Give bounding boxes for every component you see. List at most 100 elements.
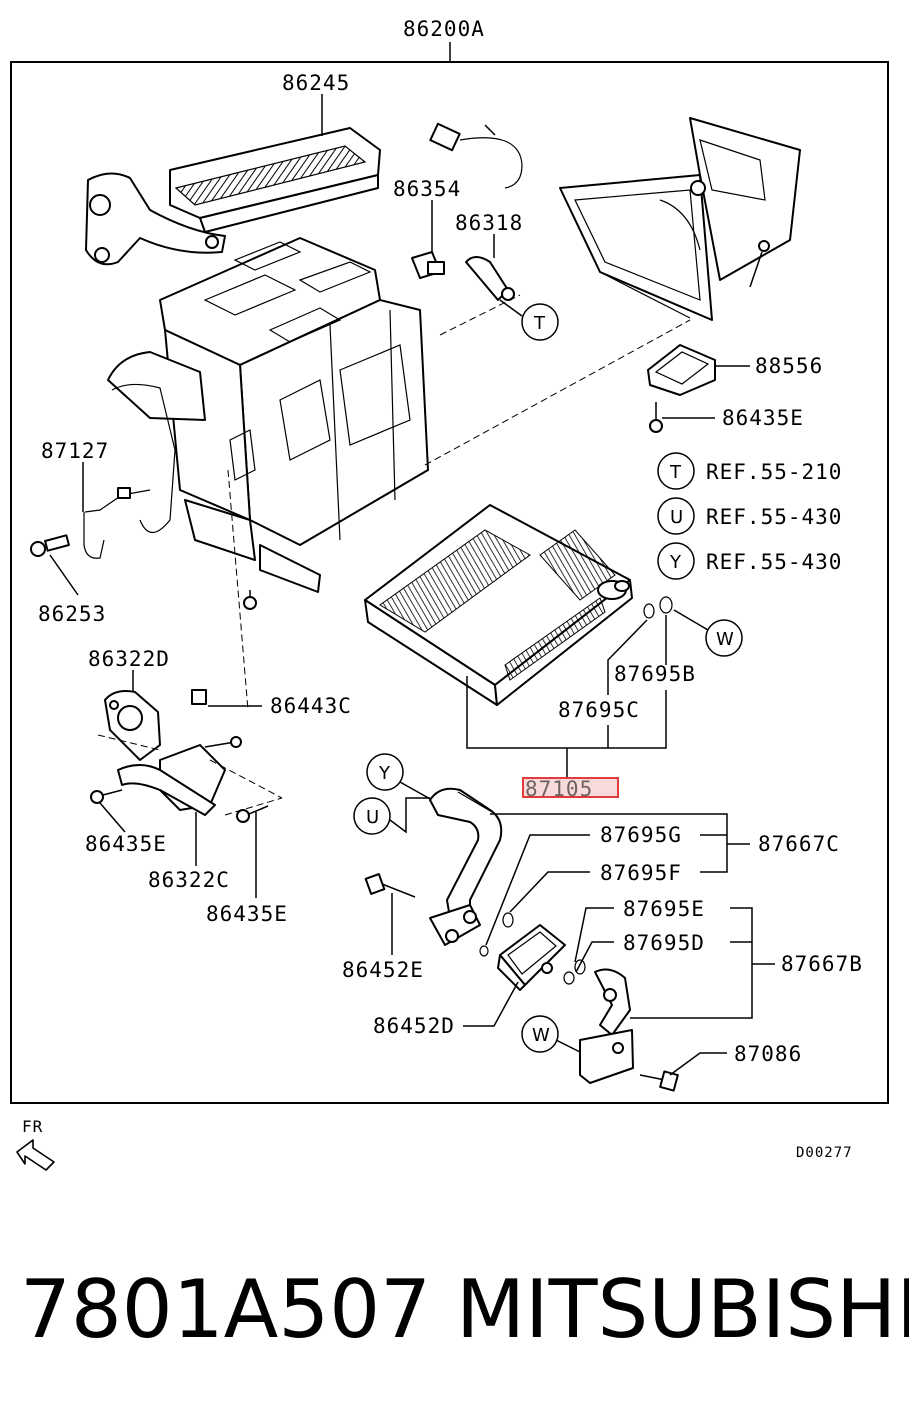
assembly-label: 86200A bbox=[403, 17, 485, 41]
screw-86435E-left-drawing bbox=[90, 789, 123, 804]
actuator-drawing bbox=[104, 689, 242, 816]
highlight-87105 bbox=[522, 777, 619, 798]
bolt-86452E-drawing bbox=[364, 873, 416, 898]
screw-86435E-top-drawing bbox=[649, 402, 663, 433]
legend-ref-T: REF.55-210 bbox=[706, 460, 842, 484]
pipe-87667C-drawing bbox=[429, 787, 503, 946]
ref-marker-W-bottom-letter: W bbox=[532, 1025, 550, 1046]
leader-87695E bbox=[574, 907, 614, 963]
callout-86443C: 86443C bbox=[270, 694, 352, 718]
wire-87127-drawing bbox=[83, 487, 151, 559]
callout-87105: 87105 bbox=[525, 777, 593, 801]
callout-88556: 88556 bbox=[755, 354, 823, 378]
callout-86435E-top: 86435E bbox=[722, 406, 804, 430]
ref-marker-W-top bbox=[705, 619, 743, 657]
callout-87667B: 87667B bbox=[781, 952, 863, 976]
footer: 7801A507 MITSUBISHI bbox=[0, 1260, 909, 1370]
legend-letter-U: U bbox=[670, 507, 683, 528]
leader-87086 bbox=[463, 981, 519, 1027]
legend-ref-Y: REF.55-430 bbox=[706, 550, 842, 574]
ref-marker-Y-letter: Y bbox=[378, 763, 391, 784]
callout-86322D: 86322D bbox=[88, 647, 170, 671]
callout-87695C: 87695C bbox=[558, 698, 640, 722]
ref-marker-U-letter: U bbox=[366, 807, 379, 828]
callout-86354: 86354 bbox=[393, 177, 461, 201]
callout-87667C: 87667C bbox=[758, 832, 840, 856]
sensor-wire-drawing bbox=[429, 122, 523, 189]
callout-87695D: 87695D bbox=[623, 931, 705, 955]
o-ring-87695E bbox=[574, 959, 586, 975]
o-ring-87695B bbox=[659, 596, 673, 614]
callout-87695F: 87695F bbox=[600, 861, 682, 885]
clip-86253-drawing bbox=[30, 534, 70, 557]
callout-87695G: 87695G bbox=[600, 823, 682, 847]
callout-86318: 86318 bbox=[455, 211, 523, 235]
leader-87695F bbox=[509, 871, 590, 913]
leader-87695D bbox=[575, 941, 614, 973]
bracket-87667C bbox=[490, 813, 728, 873]
valve-87086-drawing bbox=[497, 924, 566, 991]
legend-letter-Y: Y bbox=[669, 552, 682, 573]
direction-label: FR bbox=[22, 1117, 43, 1136]
leader-U bbox=[389, 797, 430, 834]
front-arrow-icon bbox=[16, 1139, 55, 1171]
leader-86452D bbox=[669, 1052, 727, 1076]
o-ring-87695G bbox=[479, 945, 489, 957]
o-ring-87695D bbox=[563, 971, 575, 985]
diagram-frame bbox=[10, 61, 889, 1104]
dash-line-1 bbox=[439, 294, 521, 336]
ref-marker-U bbox=[353, 797, 391, 835]
dash-line-3 bbox=[227, 469, 249, 711]
heater-core-drawing bbox=[85, 127, 381, 266]
dash-actuator-3 bbox=[224, 797, 283, 816]
callout-87127: 87127 bbox=[41, 439, 109, 463]
leader-T bbox=[499, 299, 523, 317]
leader-87695G bbox=[485, 834, 590, 946]
pipe-87667B-drawing bbox=[579, 968, 634, 1084]
callout-86253: 86253 bbox=[38, 602, 106, 626]
ref-marker-W-bottom bbox=[521, 1015, 559, 1053]
ref-marker-Y bbox=[366, 753, 404, 791]
callout-86452D: 87086 bbox=[734, 1042, 802, 1066]
hvac-case-drawing bbox=[107, 237, 429, 610]
footer-part-number: 7801A507 bbox=[20, 1263, 432, 1356]
legend-marker-U bbox=[657, 497, 695, 535]
leader-W-bottom bbox=[555, 1039, 581, 1053]
dash-line-2 bbox=[424, 319, 691, 466]
legend-letter-T: T bbox=[669, 462, 682, 483]
ref-marker-T-letter: T bbox=[533, 313, 546, 334]
leader-Y bbox=[399, 781, 433, 801]
legend-ref-U: REF.55-430 bbox=[706, 505, 842, 529]
bracket-87667B bbox=[630, 907, 753, 1019]
leader-87695C bbox=[607, 619, 648, 695]
reference-legend: T REF.55-210 U REF.55-430 Y REF.55-430 bbox=[657, 452, 842, 580]
bracket-86354-drawing bbox=[411, 251, 445, 279]
dash-actuator-2 bbox=[209, 759, 283, 799]
callout-87695E: 87695E bbox=[623, 897, 705, 921]
callout-86435E-bottom: 86435E bbox=[206, 902, 288, 926]
footer-brand: MITSUBISHI bbox=[456, 1263, 909, 1356]
part-88556-drawing bbox=[647, 344, 716, 396]
o-ring-87695C bbox=[643, 603, 655, 619]
leader-86435E-left bbox=[99, 802, 126, 833]
leader-W-top bbox=[673, 609, 709, 631]
callout-86435E-left: 86435E bbox=[85, 832, 167, 856]
callout-87086: 86452D bbox=[373, 1014, 455, 1038]
callout-86452E: 86452E bbox=[342, 958, 424, 982]
ref-marker-T bbox=[521, 303, 559, 341]
bolt-86452D-drawing bbox=[639, 1070, 679, 1092]
screw-86435E-bottom-drawing bbox=[236, 805, 269, 823]
legend-marker-T bbox=[657, 452, 695, 490]
diagram-code: D00277 bbox=[796, 1145, 853, 1161]
callout-87695B: 87695B bbox=[614, 662, 696, 686]
screw-upper-right bbox=[749, 240, 770, 288]
callout-86322C: 86322C bbox=[148, 868, 230, 892]
sensor-86318-drawing bbox=[465, 256, 515, 301]
evaporator-87105-drawing bbox=[364, 504, 633, 706]
callout-86245: 86245 bbox=[282, 71, 350, 95]
clip-86443C bbox=[191, 689, 207, 705]
duct-case-drawing bbox=[559, 117, 801, 321]
ref-marker-W-top-letter: W bbox=[716, 629, 734, 650]
leader-86253 bbox=[49, 554, 79, 596]
